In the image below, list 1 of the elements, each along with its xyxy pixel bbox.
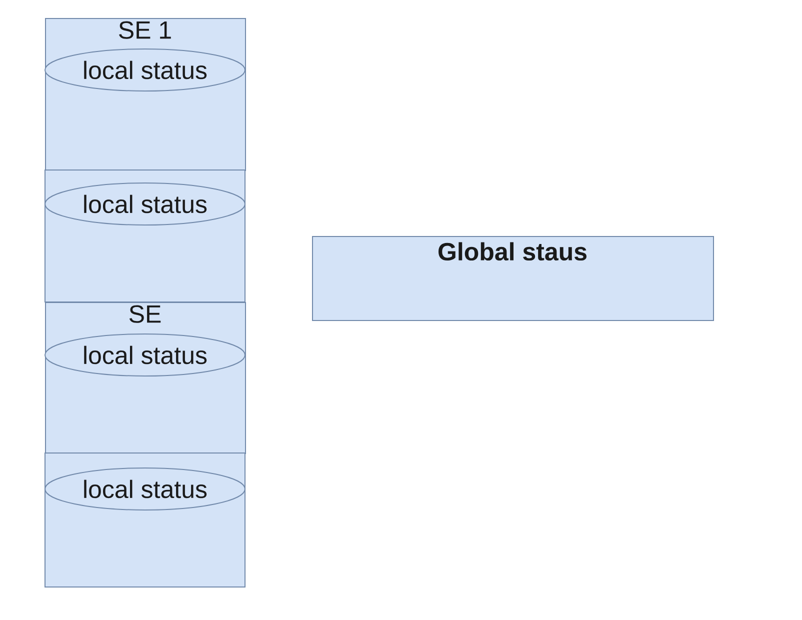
box: Global staus — [312, 236, 714, 321]
